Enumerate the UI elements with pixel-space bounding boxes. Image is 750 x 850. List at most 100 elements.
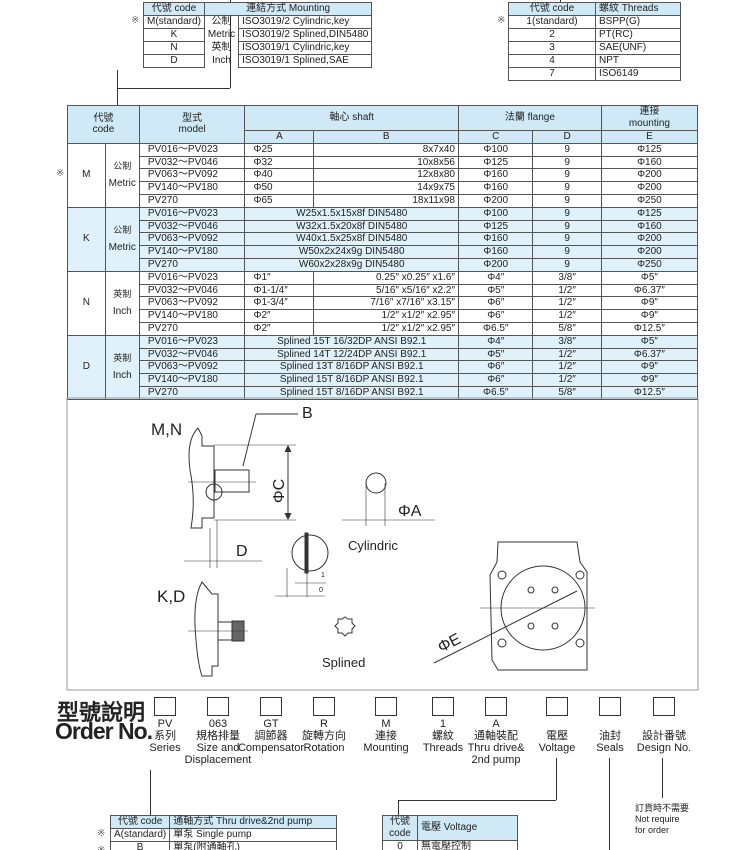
model-cell: PV270 bbox=[138, 257, 246, 272]
shaft-spec-cell: W50x2x24x9g DIN5480 bbox=[244, 245, 459, 259]
model-cell: PV032～PV046 bbox=[138, 219, 246, 234]
item-value: 1 bbox=[439, 718, 447, 730]
header-a: A bbox=[244, 130, 315, 144]
label-dim-0: 0 bbox=[319, 587, 323, 594]
voltage-cell: 無電壓控制 bbox=[417, 840, 518, 850]
note-cn: 訂貨時不需要 bbox=[635, 803, 690, 813]
model-cell: PV016～PV023 bbox=[138, 206, 246, 221]
order-code-box[interactable] bbox=[260, 697, 282, 716]
model-cell: PV063～PV092 bbox=[138, 360, 246, 375]
unit-en: Metric bbox=[108, 178, 136, 190]
item-en: Thru drive& 2nd pump bbox=[467, 742, 525, 766]
label-d: D bbox=[236, 543, 248, 560]
order-code-box[interactable] bbox=[546, 697, 568, 716]
flange-c-cell: Φ6.5″ bbox=[457, 385, 534, 400]
unit-cn: 英制 bbox=[113, 353, 132, 364]
order-code-box[interactable] bbox=[485, 697, 507, 716]
header-code: 代號 code bbox=[382, 815, 418, 841]
flange-front-view bbox=[433, 541, 595, 671]
code-cell: A(standard) bbox=[109, 828, 171, 842]
mounting-e-cell: Φ12.5″ bbox=[600, 385, 699, 400]
unit-en: Metric bbox=[108, 242, 136, 254]
code-cell: B bbox=[109, 841, 171, 850]
mounting-e-cell: Φ5″ bbox=[600, 334, 699, 349]
order-code-box[interactable] bbox=[599, 697, 621, 716]
code-cell: 0 bbox=[382, 840, 418, 850]
item-cn: 連接 bbox=[374, 730, 397, 742]
mounting-e-cell: Φ6.37″ bbox=[600, 347, 699, 362]
order-code-box[interactable] bbox=[653, 697, 675, 716]
standard-mark: ※ bbox=[97, 828, 106, 839]
item-cn: 設計番號 bbox=[641, 730, 686, 742]
order-code-box[interactable] bbox=[375, 697, 397, 716]
order-code-box[interactable] bbox=[207, 697, 229, 716]
unit-cn: 公制 bbox=[113, 161, 132, 172]
header-shaft: 軸心 shaft bbox=[244, 105, 459, 131]
order-code-box[interactable] bbox=[432, 697, 454, 716]
flange-c-cell: Φ160 bbox=[457, 232, 534, 247]
unit-cn: 英制 bbox=[113, 289, 132, 300]
item-value: GT bbox=[263, 718, 279, 730]
flange-side-view-kd bbox=[188, 581, 248, 677]
item-value bbox=[596, 718, 624, 730]
order-code-box[interactable] bbox=[154, 697, 176, 716]
item-cn: 通軸裝配 bbox=[473, 730, 518, 742]
group-code: N bbox=[67, 270, 106, 336]
label-phi-a: ΦA bbox=[398, 503, 422, 520]
label-cylindric: Cylindric bbox=[348, 538, 398, 553]
header-mounting: 連接 mounting bbox=[600, 105, 699, 131]
header-c: C bbox=[457, 130, 534, 144]
label-kd: K,D bbox=[157, 587, 186, 606]
standard-mark: ※ bbox=[497, 15, 506, 26]
header-code: 代號 code bbox=[67, 105, 140, 144]
item-cn: 旋轉方向 bbox=[302, 730, 346, 742]
mounting-e-cell: Φ9″ bbox=[600, 360, 699, 375]
code-cell: 7 bbox=[508, 67, 596, 81]
flange-d-cell: 3/8″ bbox=[532, 334, 602, 349]
item-cn: 電壓 bbox=[545, 730, 568, 742]
unit-cell: 公制 bbox=[203, 15, 240, 29]
item-value bbox=[637, 718, 691, 730]
mounting-e-cell: Φ200 bbox=[600, 232, 699, 247]
item-en: Mounting bbox=[363, 742, 409, 754]
label-phi-c: ΦC bbox=[271, 478, 289, 504]
note-en: Not require for order bbox=[635, 814, 680, 835]
order-code-box[interactable] bbox=[313, 697, 335, 716]
model-cell: PV032～PV046 bbox=[138, 347, 246, 362]
standard-mark: ※ bbox=[97, 845, 105, 850]
group-unit: 公制 Metric bbox=[104, 142, 140, 208]
connector-line bbox=[560, 0, 561, 3]
order-title-en: Order No. bbox=[55, 718, 153, 744]
item-en: Voltage bbox=[538, 742, 576, 754]
label-mn: M,N bbox=[151, 420, 183, 439]
unit-cell: Metric bbox=[203, 28, 240, 42]
shaft-spec-cell: Splined 15T 8/16DP ANSI B92.1 bbox=[244, 385, 459, 400]
item-value: A bbox=[492, 718, 500, 730]
unit-cell: Inch bbox=[203, 54, 240, 68]
flange-side-view-mn bbox=[184, 413, 298, 568]
label-splined: Splined bbox=[322, 655, 366, 670]
flange-d-cell: 9 bbox=[532, 219, 602, 234]
